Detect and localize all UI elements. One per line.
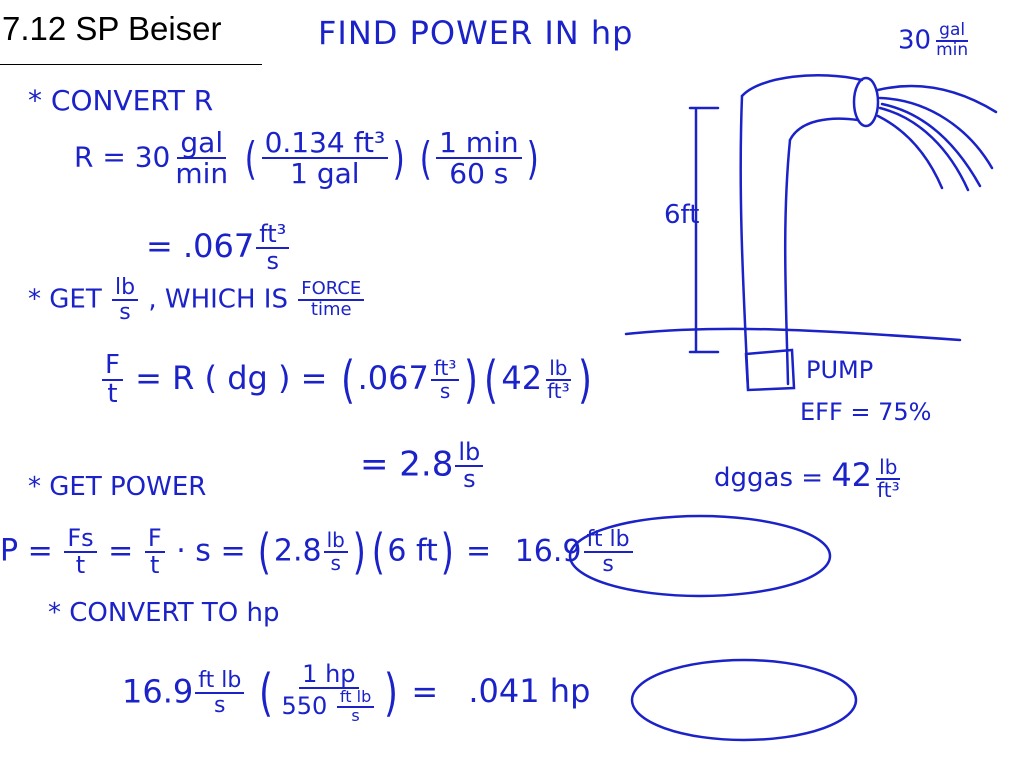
step3-label: * GET POWER [28,472,207,502]
height-label: 6ft [664,200,700,230]
ground-line [624,327,962,342]
pipe-bend-inner [788,117,860,142]
pipe-outlet [852,76,880,128]
flow-rate-value: 30 [898,25,932,56]
hp-answer-circle [630,658,858,742]
pipe-bend-outer [740,74,864,98]
pump-box [744,348,796,392]
power-answer-circle [568,514,832,598]
title-underline [0,64,262,65]
height-dimension-line [688,106,720,354]
pump-label: PUMP [806,356,874,384]
heading-text: FIND POWER IN hp [318,14,634,52]
pipe-right-wall [783,138,792,386]
step1-lhs: R = 30 [74,140,171,174]
step4-label: * CONVERT TO hp [48,598,280,628]
page-title: 7.12 SP Beiser [2,10,222,47]
water-spray [876,84,998,192]
pipe-left-wall [739,94,750,390]
step1-label: * CONVERT R [28,84,214,117]
efficiency-label: EFF = 75% [800,398,932,426]
